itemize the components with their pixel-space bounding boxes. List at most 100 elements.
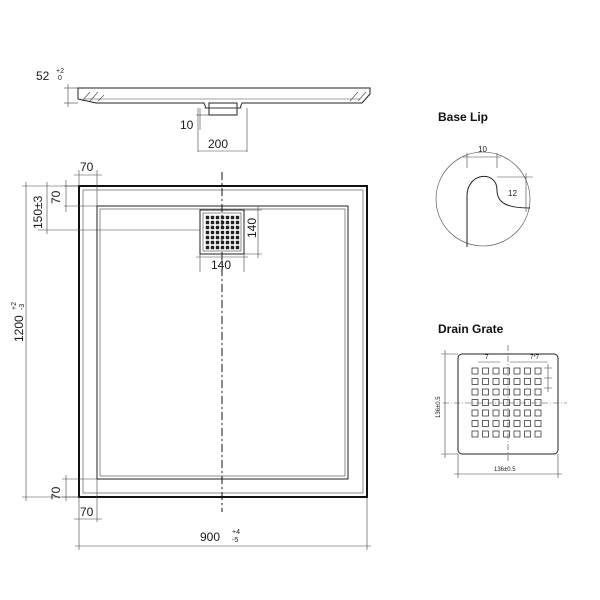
grate-hole <box>230 240 235 245</box>
tray-profile-hatch <box>81 91 367 102</box>
grate-hole <box>524 367 531 375</box>
grate-hole <box>235 245 240 250</box>
grate-hole <box>205 225 210 230</box>
grate-hole <box>210 245 215 250</box>
length-label: 1200 <box>12 315 26 342</box>
grate-hole <box>513 420 521 427</box>
grate-hole <box>215 220 220 225</box>
base-lip-profile <box>466 175 531 247</box>
grate-hole <box>235 235 240 240</box>
grate-hole <box>471 399 479 406</box>
grate-hole <box>482 399 489 406</box>
length-tol-upper: +2 <box>11 302 18 310</box>
grate-hole <box>220 240 225 245</box>
tray-outer-edge <box>82 189 364 494</box>
width-label: 900 <box>200 530 220 544</box>
border-bottom-label: 70 <box>49 486 63 500</box>
grate-hole <box>482 430 489 438</box>
grate-hole <box>534 430 542 438</box>
plan-grate-holes <box>205 215 240 250</box>
grate-hole <box>492 367 500 375</box>
grate-hole <box>215 235 220 240</box>
grate-hole <box>482 388 489 396</box>
grate-hole <box>235 230 240 235</box>
grate-size-vertical-label: 136±0.5 <box>436 396 442 418</box>
grate-hole <box>524 378 531 385</box>
grate-hole <box>225 230 230 235</box>
grate-hole <box>471 409 479 417</box>
grate-hole <box>220 220 225 225</box>
grate-hole <box>215 215 220 220</box>
border-top-label: 70 <box>49 190 63 204</box>
grate-hole <box>205 230 210 235</box>
profile-depth-tol-lower: 0 <box>58 75 62 82</box>
grate-hole <box>235 240 240 245</box>
grate-hole <box>205 245 210 250</box>
grate-hole <box>210 240 215 245</box>
waste-height-label: 10 <box>180 118 194 132</box>
grate-hole <box>220 235 225 240</box>
grate-width-label: 140 <box>211 258 231 272</box>
grate-hole <box>235 215 240 220</box>
width-tol-lower: -5 <box>232 537 238 544</box>
grate-hole <box>210 220 215 225</box>
grate-hole <box>210 215 215 220</box>
grate-hole <box>225 245 230 250</box>
profile-depth-tol-upper: +2 <box>56 68 64 75</box>
grate-hole <box>503 409 510 417</box>
grate-hole <box>482 367 489 375</box>
grate-hole <box>210 230 215 235</box>
grate-hole <box>471 420 479 427</box>
grate-hole <box>492 399 500 406</box>
grate-hole <box>513 409 521 417</box>
hole-size-label: 7 <box>485 355 489 361</box>
grate-hole <box>471 367 479 375</box>
grate-hole <box>524 420 531 427</box>
grate-hole <box>492 378 500 385</box>
drain-grate-title: Drain Grate <box>438 322 504 336</box>
grate-hole <box>225 220 230 225</box>
plan-waste-grate-outer <box>199 209 245 255</box>
plan-waste-grate-inner <box>202 212 242 252</box>
grate-hole <box>225 225 230 230</box>
grate-hole <box>471 430 479 438</box>
side-profile: 52 +2 0 10 200 <box>36 68 371 152</box>
grate-hole <box>220 215 225 220</box>
grate-hole <box>513 388 521 396</box>
grate-hole <box>220 230 225 235</box>
plan-view: 70 150±3 70 1200 +2 -3 140 140 70 <box>11 160 371 550</box>
profile-depth-label: 52 <box>36 69 50 83</box>
grate-hole <box>503 399 510 406</box>
grate-hole <box>524 430 531 438</box>
grate-hole <box>210 235 215 240</box>
grate-hole <box>210 225 215 230</box>
grate-hole <box>205 240 210 245</box>
length-tol-lower: -3 <box>19 304 26 310</box>
grate-hole <box>230 230 235 235</box>
grate-hole <box>230 245 235 250</box>
grate-hole <box>230 215 235 220</box>
base-lip-width-label: 10 <box>478 145 487 154</box>
waste-offset-label: 150±3 <box>31 195 45 229</box>
grate-height-label: 140 <box>245 218 259 238</box>
grate-hole <box>534 388 542 396</box>
grate-hole <box>230 235 235 240</box>
base-lip-title: Base Lip <box>438 110 488 124</box>
base-lip-detail-circle <box>435 151 531 247</box>
grate-hole <box>205 215 210 220</box>
grate-hole <box>503 388 510 396</box>
grate-hole <box>534 367 542 375</box>
grate-hole <box>524 409 531 417</box>
grate-hole <box>492 420 500 427</box>
tray-outline <box>78 185 368 498</box>
grate-hole <box>235 220 240 225</box>
grate-hole <box>534 378 542 385</box>
grate-size-horizontal-label: 136±0.5 <box>494 467 516 473</box>
base-lip-height-label: 12 <box>508 189 517 198</box>
waste-width-label: 200 <box>208 137 228 151</box>
hole-spacing-label: 7*7 <box>530 355 540 361</box>
grate-hole <box>482 409 489 417</box>
grate-hole <box>524 388 531 396</box>
grate-hole <box>534 409 542 417</box>
grate-hole <box>534 420 542 427</box>
